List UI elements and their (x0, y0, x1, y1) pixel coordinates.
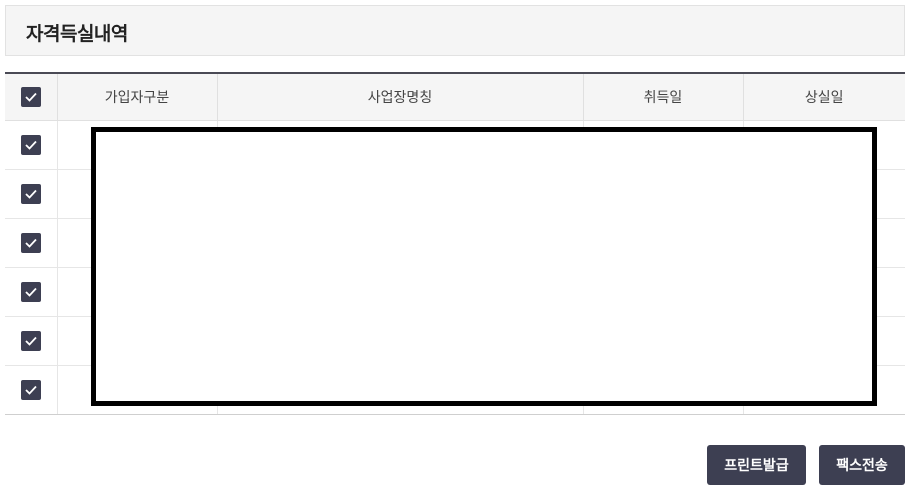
check-icon (25, 238, 37, 248)
row-checkbox[interactable] (20, 134, 41, 155)
fax-send-button[interactable]: 팩스전송 (819, 445, 905, 485)
row-checkbox[interactable] (20, 379, 41, 400)
check-icon (25, 189, 37, 199)
row-checkbox[interactable] (20, 232, 41, 253)
select-all-checkbox[interactable] (20, 86, 41, 107)
title-bar: 자격득실내역 (5, 5, 905, 56)
check-icon (25, 140, 37, 150)
row-select-cell[interactable] (5, 218, 57, 268)
row-checkbox[interactable] (20, 183, 41, 204)
redaction-box (91, 127, 877, 406)
column-header-loss-date: 상실일 (742, 74, 905, 121)
row-checkbox[interactable] (20, 330, 41, 351)
row-select-cell[interactable] (5, 120, 57, 170)
row-select-cell[interactable] (5, 365, 57, 414)
table-header-row: 가입자구분 사업장명칭 취득일 상실일 (5, 74, 905, 121)
print-issue-button[interactable]: 프린트발급 (707, 445, 806, 485)
row-select-cell[interactable] (5, 316, 57, 366)
row-select-cell[interactable] (5, 169, 57, 219)
check-icon (25, 385, 37, 395)
column-header-subscriber-type: 가입자구분 (56, 74, 217, 121)
header-select-all[interactable] (5, 74, 57, 121)
check-icon (25, 336, 37, 346)
row-select-cell[interactable] (5, 267, 57, 317)
check-icon (25, 287, 37, 297)
page-title: 자격득실내역 (26, 23, 128, 45)
row-checkbox[interactable] (20, 281, 41, 302)
check-icon (25, 92, 37, 102)
column-header-workplace-name: 사업장명칭 (216, 74, 583, 121)
column-header-acquisition-date: 취득일 (582, 74, 743, 121)
